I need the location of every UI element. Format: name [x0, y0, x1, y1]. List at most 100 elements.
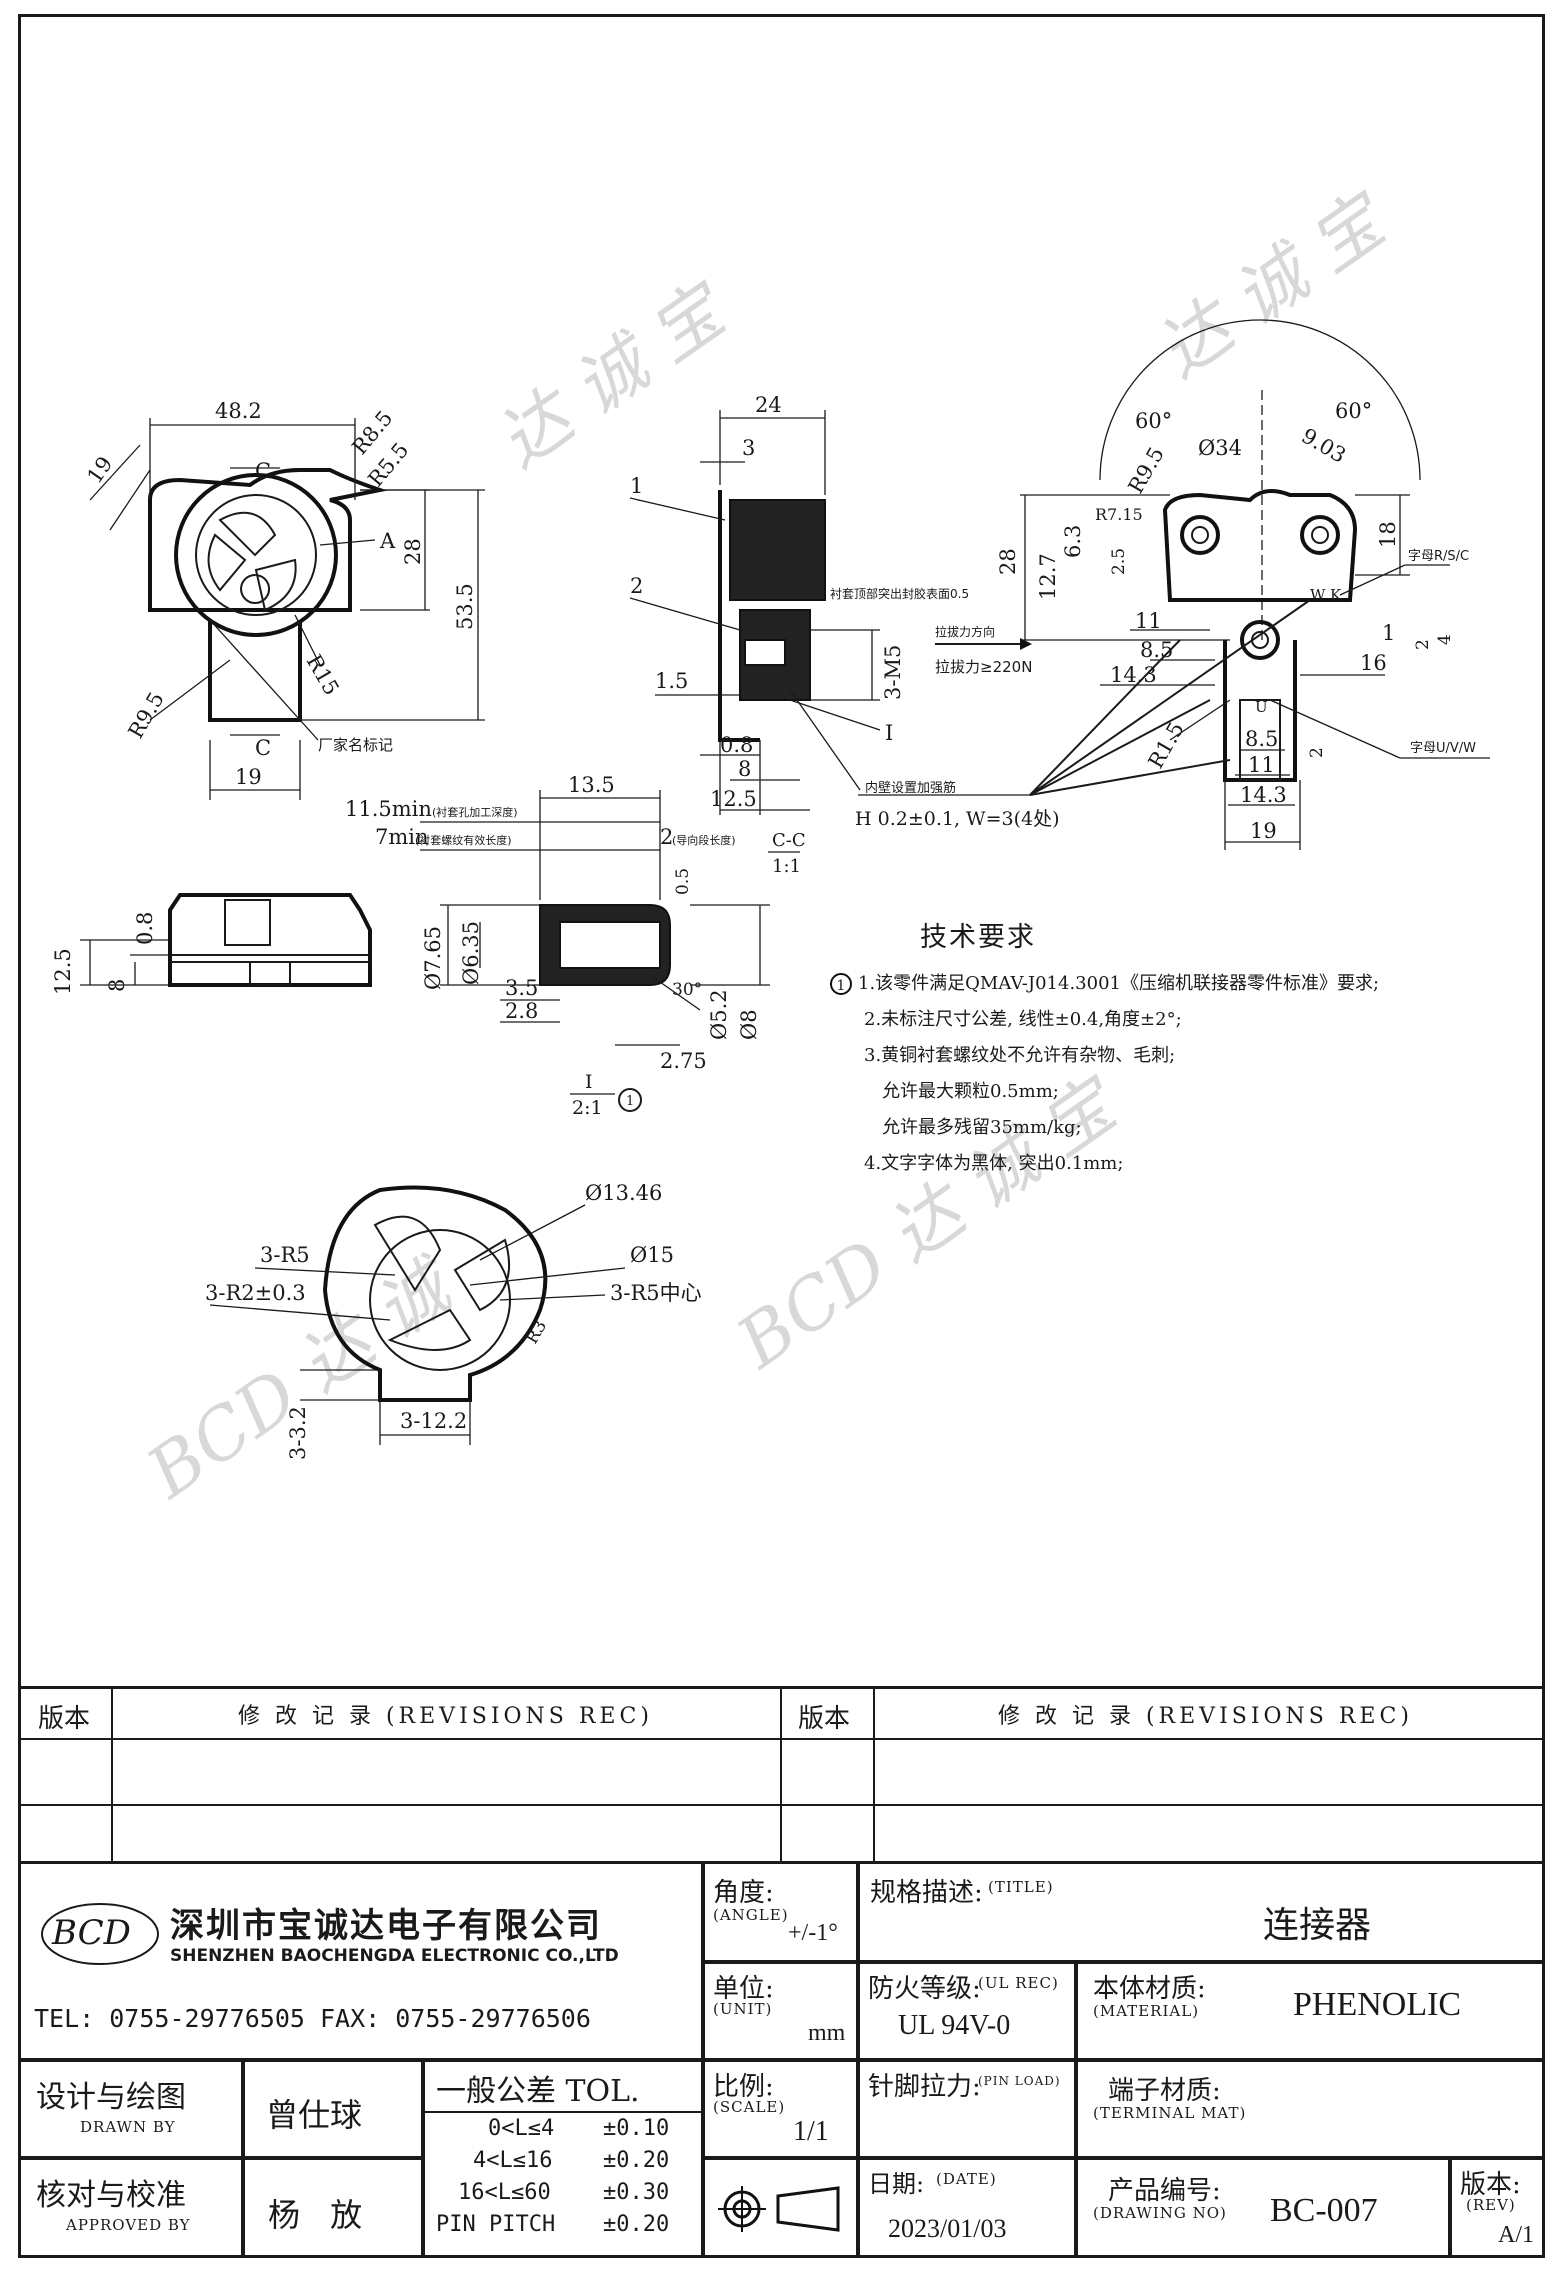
- top-dim-3-3-2: 3-3.2: [286, 1406, 310, 1460]
- material-label: 本体材质:: [1093, 1974, 1206, 2004]
- angle-label: 角度:: [713, 1878, 774, 1908]
- note-letters-rsc: 字母R/S/C: [1408, 549, 1469, 564]
- cc-dim-dia8: Ø8: [737, 1009, 761, 1040]
- rev-header-left: 版本: [38, 1704, 91, 1734]
- bottom-side-view: 12.5 0.8 8: [51, 893, 372, 995]
- right-dim-19: 19: [1250, 819, 1277, 843]
- pin-load-label: 针脚拉力:: [868, 2072, 981, 2102]
- title-label-en: (TITLE): [988, 1878, 1054, 1896]
- detail-i-title: I: [585, 1071, 593, 1093]
- rev-cell: [1450, 2158, 1545, 2258]
- ul-cell: [858, 1962, 1076, 2060]
- right-dim-9-03: 9.03: [1298, 424, 1351, 468]
- drawn-label-cell: [18, 2060, 243, 2158]
- company-logo-text: BCD: [51, 1913, 131, 1953]
- first-angle-projection-icon: [718, 2186, 840, 2232]
- tolerance-divider: [423, 2111, 703, 2113]
- drawing-no-label-en: (DRAWING NO): [1093, 2204, 1227, 2222]
- tol-value-2: ±0.20: [603, 2148, 670, 2173]
- note-rib-spec: H 0.2±0.1, W=3(4处): [855, 808, 1060, 830]
- approved-name-cell: [243, 2158, 423, 2258]
- tech-req-item-3: 3.黄铜衬套螺纹处不允许有杂物、毛刺;: [864, 1045, 1176, 1066]
- note-letters-uvw: 字母U/V/W: [1410, 741, 1476, 756]
- material-value: PHENOLIC: [1293, 1986, 1462, 2023]
- scale-label: 比例:: [713, 2072, 774, 2102]
- terminal-cell: [1076, 2060, 1545, 2158]
- right-dim-11-left: 11: [1135, 609, 1162, 633]
- material-label-en: (MATERIAL): [1093, 2002, 1200, 2020]
- right-dim-12-7: 12.7: [1036, 553, 1060, 600]
- top-dim-dia13-46: Ø13.46: [585, 1181, 662, 1205]
- right-dim-60-left: 60°: [1135, 409, 1172, 433]
- right-dim-2-right: 2: [1413, 639, 1433, 650]
- right-view: 60° 60° Ø34 9.03 R9.5 R7.15 2.5 6.3 12.7…: [996, 319, 1490, 850]
- top-dim-3-r2: 3-R2±0.3: [205, 1281, 306, 1305]
- right-dim-dia34: Ø34: [1198, 436, 1242, 460]
- front-dim-r95: R9.5: [124, 688, 169, 743]
- top-dim-3-r5-center: 3-R5中心: [610, 1281, 702, 1305]
- note-pull-direction: 拉拔力方向: [935, 624, 995, 639]
- cc-dim-7min: 7min: [375, 825, 429, 849]
- rev-col-right: [780, 1686, 875, 1864]
- rec-header-left: 修 改 记 录 (REVISIONS REC): [238, 1704, 653, 1729]
- right-dim-14-3-bottom: 14.3: [1240, 783, 1287, 807]
- approved-name: 杨 放: [268, 2196, 363, 2234]
- top-dim-r3: R3: [522, 1317, 551, 1347]
- tol-value-4: ±0.20: [603, 2212, 670, 2237]
- front-dim-28: 28: [401, 538, 425, 565]
- cc-note-thread: (衬套螺纹有效长度): [415, 833, 512, 847]
- right-letter-w: W: [1310, 586, 1326, 604]
- ul-label: 防火等级:: [868, 1974, 981, 2004]
- front-dim-19-bottom: 19: [235, 765, 262, 789]
- rev-header-right: 版本: [798, 1704, 851, 1734]
- side-dim-1-5: 1.5: [655, 669, 688, 693]
- angle-cell: [703, 1864, 858, 1962]
- right-dim-28: 28: [996, 548, 1020, 575]
- ul-value: UL 94V-0: [898, 2010, 1011, 2041]
- bottom-dim-12-5: 12.5: [51, 948, 75, 995]
- drawing-no-cell: [1076, 2158, 1450, 2258]
- cc-note-depth: (衬套孔加工深度): [432, 805, 518, 819]
- right-dim-60-right: 60°: [1335, 399, 1372, 423]
- cc-dim-2-75: 2.75: [660, 1049, 707, 1073]
- side-callout-2: 2: [630, 574, 643, 598]
- tech-requirements-title: 技术要求: [920, 922, 1036, 953]
- detail-i-marker: 1: [626, 1094, 634, 1109]
- note-bush-protrusion: 衬套顶部突出封胶表面0.5: [830, 586, 969, 601]
- section-mark-c-top: C: [255, 459, 271, 483]
- tol-value-3: ±0.30: [603, 2180, 670, 2205]
- side-detail-i-mark: I: [885, 721, 893, 745]
- right-dim-2-bottom: 2: [1307, 747, 1327, 758]
- right-dim-18: 18: [1376, 521, 1400, 548]
- side-dim-8: 8: [738, 757, 751, 781]
- top-dim-3-12-2: 3-12.2: [400, 1409, 467, 1433]
- note-rib: 内壁设置加强筋: [865, 780, 956, 796]
- rev-label: 版本:: [1460, 2170, 1521, 2200]
- tolerance-cell: [423, 2060, 703, 2258]
- company-name-cn: 深圳市宝诚达电子有限公司: [170, 1906, 602, 1946]
- drawing-area: 达 诚 宝 达 诚 宝 BCD 达 诚 宝 BCD 达 诚 48.2 R8.5 …: [51, 177, 1490, 1515]
- svg-text:达 诚 宝: 达 诚 宝: [1143, 177, 1404, 394]
- unit-cell: [703, 1962, 858, 2060]
- approved-label: 核对与校准: [36, 2178, 186, 2213]
- cc-dim-2: 2: [660, 825, 673, 849]
- scale-cell: [703, 2060, 858, 2158]
- side-dim-12-5: 12.5: [710, 787, 757, 811]
- drawing-no-label: 产品编号:: [1108, 2176, 1221, 2206]
- tech-req-item-4: 4.文字字体为黑体, 突出0.1mm;: [864, 1153, 1124, 1174]
- top-dim-dia15: Ø15: [630, 1243, 674, 1267]
- right-dim-16: 16: [1360, 651, 1387, 675]
- company-logo: BCD: [41, 1903, 159, 1965]
- bottom-dim-0-8: 0.8: [133, 912, 157, 945]
- front-dim-19-angle: 19: [82, 452, 117, 488]
- section-mark-c-bottom: C: [255, 736, 271, 760]
- cc-dim-13-5: 13.5: [568, 773, 615, 797]
- unit-label: 单位:: [713, 1974, 774, 2004]
- right-dim-14-3-left: 14.3: [1110, 663, 1157, 687]
- cc-dim-2-8: 2.8: [505, 999, 538, 1023]
- drawn-name: 曾仕球: [266, 2096, 363, 2134]
- angle-value: +/-1°: [788, 1920, 838, 1946]
- detail-i-scale: 2:1: [572, 1097, 603, 1119]
